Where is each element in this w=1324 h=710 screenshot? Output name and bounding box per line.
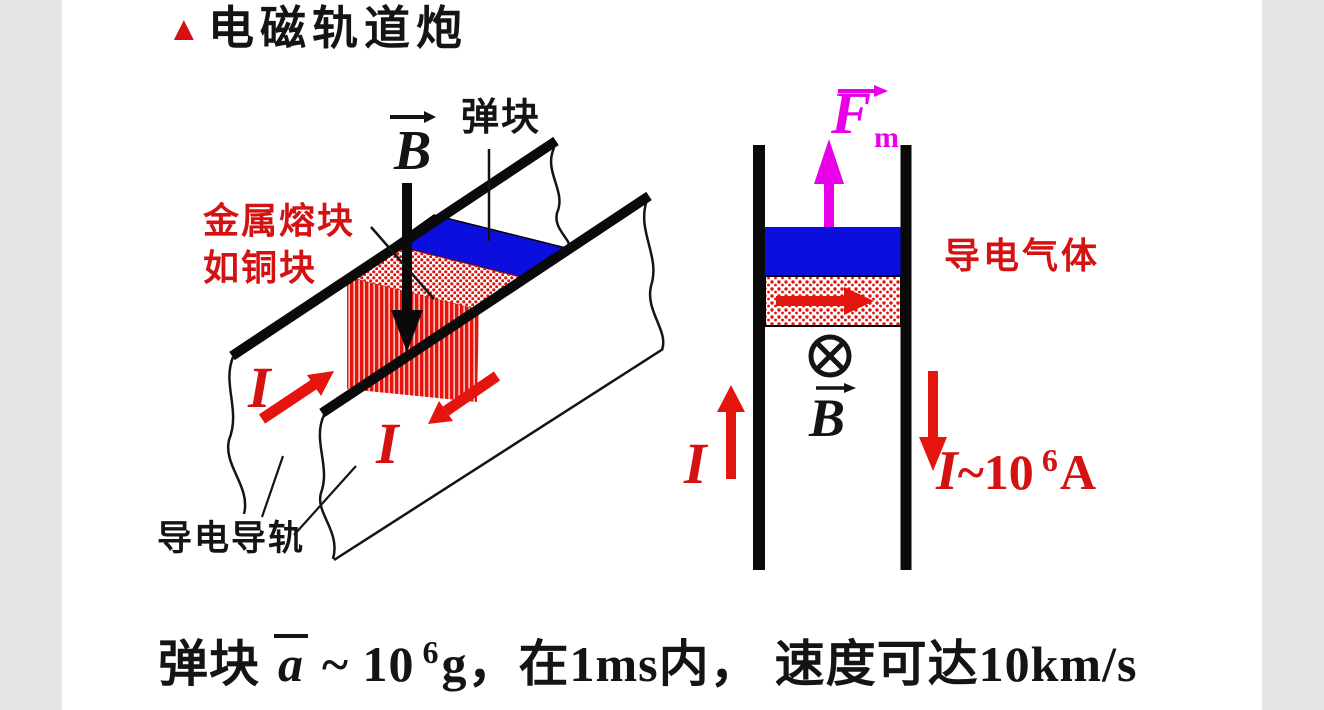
current-arrow-left-shaft xyxy=(258,378,320,424)
current-down-arrow-head xyxy=(919,437,947,471)
current-arrow-left-head xyxy=(307,371,334,396)
current-magnitude-approx: ~10 xyxy=(957,444,1034,500)
current-left-label: I xyxy=(248,355,271,420)
upper-rail-break-wave-right xyxy=(549,147,572,250)
molten-metal-label: 金属熔块 如铜块 xyxy=(203,198,355,292)
rail-label-slash-1 xyxy=(260,455,285,518)
gas-label: 导电气体 xyxy=(944,235,1101,276)
caption-rest1: g，在1ms内， xyxy=(441,636,761,692)
current-middle-label: I xyxy=(376,411,399,476)
molten-metal-label-line2: 如铜块 xyxy=(203,246,318,288)
sheet-bottom-edge xyxy=(333,347,664,562)
sheet-break-wave-right xyxy=(642,199,665,351)
upper-rail xyxy=(229,136,559,361)
caption-acceleration-var: a xyxy=(274,634,308,691)
left-rail-diagram xyxy=(226,111,665,562)
force-label: F xyxy=(831,80,872,146)
projectile-block-2 xyxy=(765,227,901,276)
b-into-page-icon xyxy=(808,334,852,378)
current-magnitude-exponent: 6 xyxy=(1041,442,1058,479)
current-arrow-middle-shaft xyxy=(442,371,501,416)
upper-rail-break-wave-left xyxy=(226,356,247,515)
right-gray-margin xyxy=(1262,0,1324,710)
current-magnitude-unit: A xyxy=(1059,444,1096,500)
b2-vector-accent-head xyxy=(844,383,856,393)
lower-rail xyxy=(319,191,652,418)
caption-rest2: 速度可达10km/s xyxy=(774,636,1138,692)
molten-metal-label-line1: 金属熔块 xyxy=(203,200,356,241)
rail-label-slash-2 xyxy=(293,465,357,536)
current-up-label: I xyxy=(684,431,707,496)
b-field-arrowhead xyxy=(391,310,423,352)
caption-exponent: 6 xyxy=(422,634,440,671)
force-vector-accent-head xyxy=(874,85,888,97)
title-triangle-icon: ▲ xyxy=(167,10,201,48)
b2-vector-label: B xyxy=(809,388,846,448)
current-up-arrow-head xyxy=(717,385,745,412)
caption-prefix: 弹块 xyxy=(158,636,260,692)
molten-metal-callout-line xyxy=(370,226,435,300)
b-vector-accent-head xyxy=(424,111,436,123)
force-arrow-head xyxy=(814,139,844,184)
lower-rail-break-wave-left xyxy=(318,414,336,560)
force-subscript: m xyxy=(874,121,899,154)
right-rail-diagram xyxy=(717,85,947,570)
caption-approx: ~ 10 xyxy=(322,636,415,692)
projectile-label: 弹块 xyxy=(461,97,542,139)
current-magnitude-i: I xyxy=(936,440,958,502)
rails-label: 导电导轨 xyxy=(157,519,306,558)
b-vector-label: B xyxy=(394,120,432,182)
page-title: 电磁轨道炮 xyxy=(208,2,468,54)
gas-current-arrow-head xyxy=(844,287,874,315)
left-gray-margin xyxy=(0,0,62,710)
current-arrow-middle-head xyxy=(428,401,453,424)
